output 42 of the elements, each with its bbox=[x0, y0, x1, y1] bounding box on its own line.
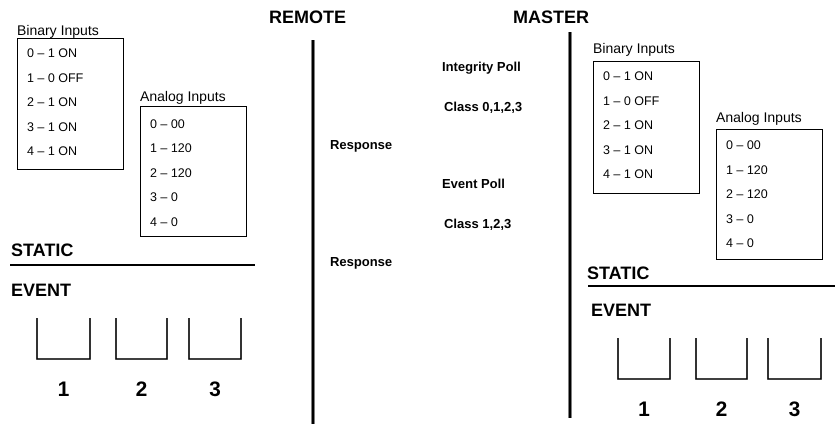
section-heading: STATIC bbox=[11, 240, 74, 261]
table-heading: Binary Inputs bbox=[593, 40, 675, 56]
section-heading: EVENT bbox=[591, 300, 652, 321]
buffer-number: 1 bbox=[56, 379, 70, 401]
message-label: Class 0,1,2,3 bbox=[444, 99, 522, 114]
data-row: 1 – 120 bbox=[726, 163, 768, 178]
buffer-number: 3 bbox=[788, 399, 802, 421]
buffer-number: 3 bbox=[208, 379, 222, 401]
buffer-number: 2 bbox=[134, 379, 148, 401]
message-label: Integrity Poll bbox=[442, 59, 521, 74]
table-heading: Binary Inputs bbox=[17, 22, 99, 38]
data-row: 1 – 120 bbox=[150, 141, 192, 156]
data-row: 4 – 0 bbox=[726, 236, 754, 251]
data-row: 3 – 0 bbox=[150, 190, 178, 205]
data-row: 3 – 1 ON bbox=[27, 120, 78, 135]
data-row: 2 – 1 ON bbox=[27, 95, 78, 110]
message-label: Class 1,2,3 bbox=[444, 216, 512, 231]
section-heading: EVENT bbox=[11, 280, 72, 301]
data-row: 2 – 1 ON bbox=[603, 118, 654, 133]
data-row: 0 – 1 ON bbox=[603, 69, 654, 84]
buffer-number: 2 bbox=[714, 399, 728, 421]
data-row: 3 – 1 ON bbox=[603, 143, 654, 158]
data-row: 1 – 0 OFF bbox=[603, 94, 660, 109]
message-label: Response bbox=[330, 254, 392, 269]
data-row: 4 – 1 ON bbox=[27, 144, 78, 159]
data-row: 2 – 120 bbox=[150, 166, 192, 181]
table-heading: Analog Inputs bbox=[716, 109, 802, 125]
buffer-number: 1 bbox=[637, 399, 651, 421]
data-row: 4 – 1 ON bbox=[603, 167, 654, 182]
message-label: Event Poll bbox=[442, 176, 505, 191]
message-label: Response bbox=[330, 137, 392, 152]
data-row: 0 – 00 bbox=[150, 117, 185, 132]
data-row: 3 – 0 bbox=[726, 212, 754, 227]
section-heading: STATIC bbox=[587, 263, 650, 284]
data-row: 0 – 00 bbox=[726, 138, 761, 153]
table-heading: Analog Inputs bbox=[140, 88, 226, 104]
side-heading: MASTER bbox=[513, 7, 589, 28]
side-heading: REMOTE bbox=[269, 7, 346, 28]
data-row: 0 – 1 ON bbox=[27, 46, 78, 61]
data-row: 4 – 0 bbox=[150, 215, 178, 230]
data-row: 1 – 0 OFF bbox=[27, 71, 84, 86]
data-row: 2 – 120 bbox=[726, 187, 768, 202]
